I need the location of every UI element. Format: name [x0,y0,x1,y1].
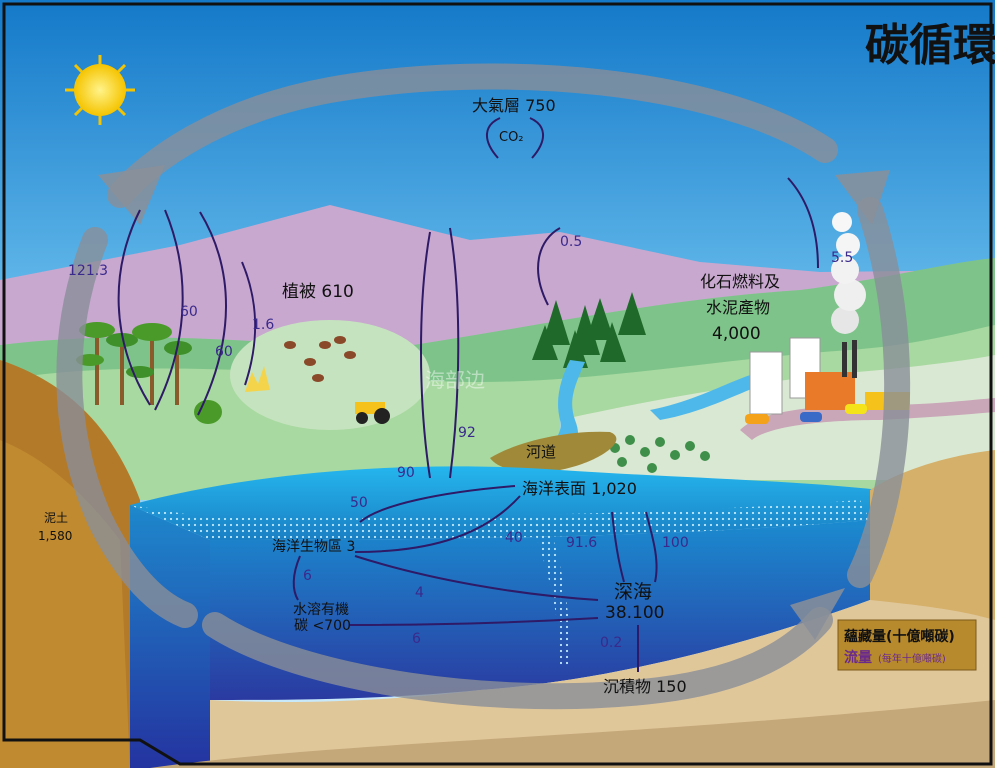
flux-label-6b: 6 [412,631,421,647]
legend-flux-sub: (每年十億噸碳) [878,652,946,665]
sediment-label: 沉積物 150 [603,677,687,696]
flux-label-4: 4 [415,585,424,601]
vegetation-label: 植被 610 [282,282,354,302]
flux-label-5-5: 5.5 [831,250,853,266]
flux-arrow-atm-left [486,117,501,159]
big-cycle-arrow-bottom [202,607,833,710]
flux-label-50: 50 [350,495,368,511]
fossil-fuel-value: 4,000 [712,324,761,344]
flux-label-0-2: 0.2 [600,635,622,651]
flux-label-60b: 60 [215,344,233,360]
ocean-front-wall [130,505,210,768]
flux-arrow-4 [354,555,599,601]
big-cycle-arrow [107,63,838,208]
flux-arrow-60b [197,211,227,416]
sun-icon [65,55,135,125]
co2-label: CO₂ [499,130,524,145]
flux-label-60a: 60 [180,304,198,320]
bottom-shadow [150,700,995,768]
flux-label-90: 90 [397,465,415,481]
flux-arrow-0-5 [537,227,561,306]
flux-arrow-40 [354,495,521,553]
cattle [284,336,356,382]
doc-label-1: 水溶有機 [293,602,349,618]
flux-label-100: 100 [662,535,689,551]
sinking-plume [530,520,571,665]
road [740,398,995,440]
soil-label-2: 1,580 [38,529,72,543]
big-cycle-arrow-left [56,227,198,628]
flux-arrow-atm-right [529,117,544,159]
deep-ocean [210,520,870,700]
upper-river [650,372,770,420]
flux-label-92: 92 [458,425,476,441]
forest-left [76,322,222,424]
conifer-forest [532,292,646,368]
river-delta [490,431,617,472]
right-shore [870,450,995,620]
sea-floor [210,560,995,768]
watermark: 海部边 [425,368,485,392]
soil-label-1: 泥土 [44,511,68,525]
river-label: 河道 [526,443,556,461]
legend-flux-main: 流量 [844,649,872,666]
flux-arrow-5-5 [787,177,819,269]
flux-label-40: 40 [505,530,523,546]
atmosphere-label: 大氣層 750 [472,96,556,115]
ocean-surface-label: 海洋表面 1,020 [522,479,637,498]
flux-arrow-121-3 [117,209,151,406]
legend-box [837,619,977,671]
flux-arrow-92 [449,227,460,479]
big-cycle-arrow-right [847,197,911,588]
flux-arrow-90 [420,231,431,479]
fossil-fuel-label-2: 水泥產物 [706,298,770,317]
flux-arrows [117,117,819,672]
marine-biota-label: 海洋生物區 3 [272,539,355,555]
flux-label-0-5: 0.5 [560,234,582,250]
deep-ocean-label-2: 38.100 [605,603,664,623]
flux-arrow-60a [154,209,184,411]
tractor [355,402,390,424]
page-title: 碳循環 [865,20,995,71]
flux-arrow-6b [349,617,599,626]
legend: 蘊藏量(十億噸碳) 流量 (每年十億噸碳) [837,619,977,671]
big-arrow-head-top [98,165,165,225]
mixing-layer [130,500,870,540]
flux-arrow-6a [292,555,301,601]
deep-ocean-label-1: 深海 [614,581,652,603]
city [745,212,910,424]
big-arrow-head-bottom [790,588,845,640]
fossil-fuel-label-1: 化石燃料及 [700,272,780,291]
farm-hill [230,320,430,430]
flux-arrow-100 [645,511,658,583]
flux-label-6a: 6 [303,568,312,584]
legend-storage: 蘊藏量(十億噸碳) [844,628,955,645]
flux-label-91-6: 91.6 [566,535,597,551]
flux-arrow-1-6 [241,261,257,386]
big-arrow-head-right [835,170,890,225]
flux-label-1-6: 1.6 [252,317,274,333]
flux-arrow-50 [359,485,516,523]
doc-label-2: 碳 <700 [294,618,351,634]
flux-label-121-3: 121.3 [68,263,108,279]
flux-arrow-91-6 [611,511,625,583]
fire [245,366,270,392]
